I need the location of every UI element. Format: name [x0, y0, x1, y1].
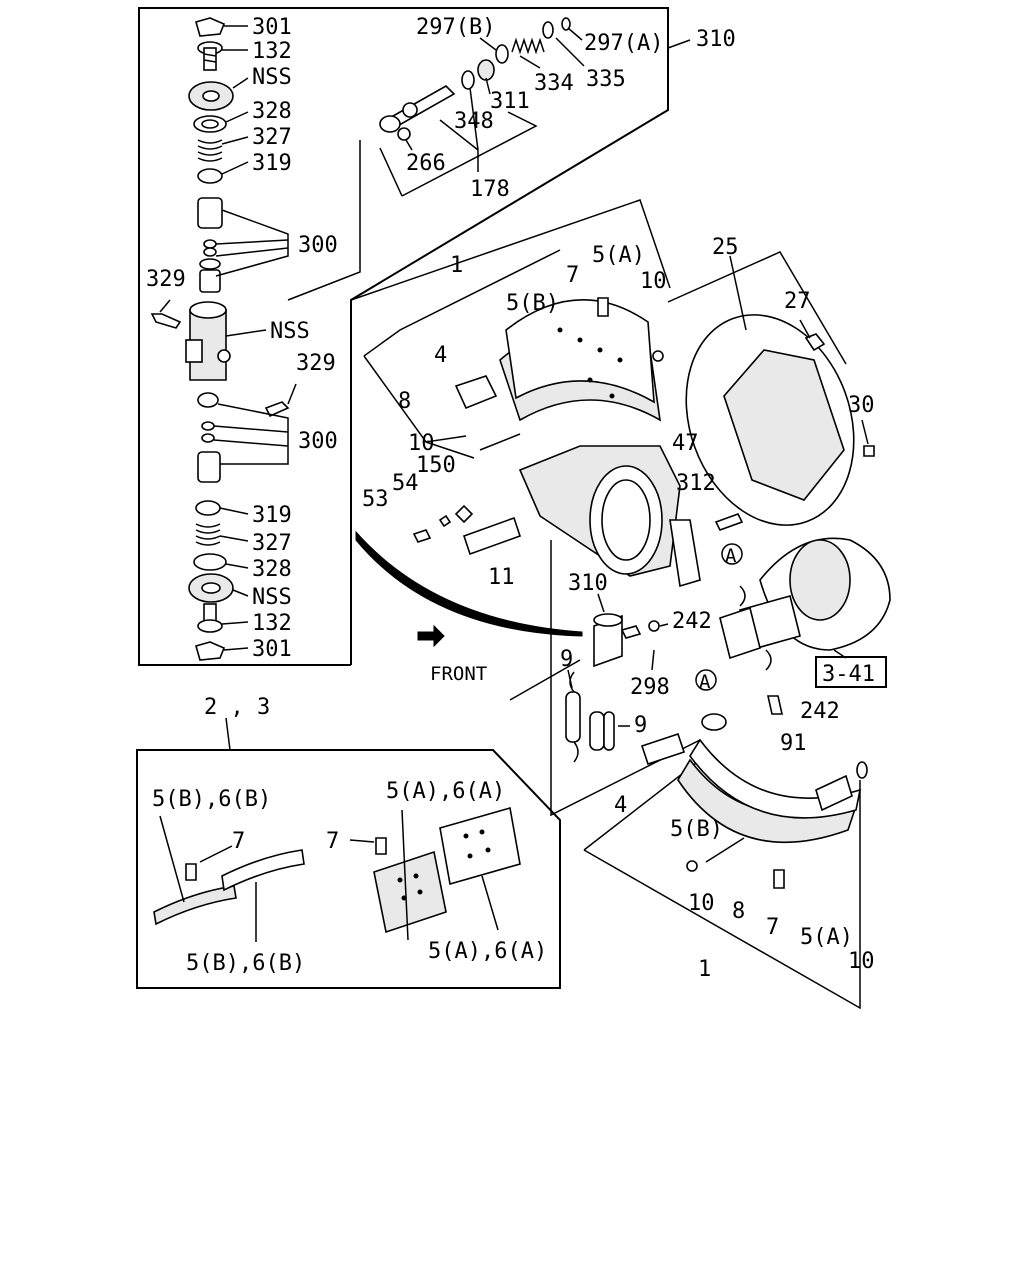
dust-shield	[667, 251, 875, 526]
label-91: 91	[780, 731, 807, 756]
inset-linings	[153, 717, 521, 942]
label-297a: 297(A)	[584, 31, 663, 56]
left-stack-leaders	[159, 25, 297, 651]
label-312: 312	[676, 471, 716, 496]
label-nss-housing: NSS	[270, 319, 310, 344]
label-301-top: 301	[252, 15, 292, 40]
label-4-lower: 4	[614, 793, 627, 818]
label-7-inset-right: 7	[326, 829, 339, 854]
label-8-lower: 8	[732, 899, 745, 924]
label-ref-3-41[interactable]: 3-41	[822, 662, 875, 687]
label-10-top: 10	[640, 269, 667, 294]
label-9-upper: 9	[560, 647, 573, 672]
brake-chamber	[719, 537, 891, 715]
label-7-inset-left: 7	[232, 829, 245, 854]
brake-spider	[412, 445, 744, 588]
label-8-top: 8	[398, 389, 411, 414]
label-5a6a-bottom: 5(A),6(A)	[428, 939, 547, 964]
label-47: 47	[672, 431, 699, 456]
label-132-top: 132	[252, 39, 292, 64]
return-springs	[565, 669, 630, 763]
callout-labels: 301 132 NSS 328 327 319 300 329 NSS 329 …	[146, 15, 875, 982]
rod-assembly	[287, 17, 691, 301]
label-242-mid: 242	[672, 609, 712, 634]
label-53: 53	[362, 487, 389, 512]
label-7-top: 7	[566, 263, 579, 288]
label-5b6b-bottom: 5(B),6(B)	[186, 951, 305, 976]
callout-a-upper: A	[721, 543, 743, 567]
label-10-lower-right: 10	[848, 949, 875, 974]
label-10-lower-left: 10	[688, 891, 715, 916]
upper-brake-shoe	[454, 297, 664, 451]
label-5b6b-top: 5(B),6(B)	[152, 787, 271, 812]
label-328-top: 328	[252, 99, 292, 124]
label-132-bottom: 132	[252, 611, 292, 636]
label-9-lower: 9	[634, 713, 647, 738]
label-27: 27	[784, 289, 811, 314]
label-178: 178	[470, 177, 510, 202]
label-a-lower: A	[699, 671, 711, 693]
label-328-bottom: 328	[252, 557, 292, 582]
label-266: 266	[406, 151, 446, 176]
label-11: 11	[488, 565, 515, 590]
label-300-top: 300	[298, 233, 338, 258]
label-30: 30	[848, 393, 875, 418]
label-327-top: 327	[252, 125, 292, 150]
front-sweep-arrow	[355, 530, 583, 648]
label-a-upper: A	[725, 545, 737, 567]
label-327-bottom: 327	[252, 531, 292, 556]
label-5a6a-top: 5(A),6(A)	[386, 779, 505, 804]
label-2-3: 2 , 3	[204, 695, 270, 720]
slack-adjuster-310	[593, 593, 669, 671]
label-298: 298	[630, 675, 670, 700]
label-7-lower: 7	[766, 915, 779, 940]
label-150: 150	[416, 453, 456, 478]
label-348: 348	[454, 109, 494, 134]
label-25: 25	[712, 235, 739, 260]
label-297b: 297(B)	[416, 15, 495, 40]
callout-a-lower: A	[695, 669, 717, 693]
lower-brake-shoe	[640, 713, 868, 889]
label-4-top: 4	[434, 343, 447, 368]
label-1-top: 1	[450, 253, 463, 278]
ref-box-3-41[interactable]	[815, 656, 887, 688]
left-stack-parts	[150, 17, 290, 661]
label-310-mid: 310	[568, 571, 608, 596]
main-frame-lines	[350, 199, 861, 1010]
label-5a-top: 5(A)	[592, 243, 645, 268]
inset-frame	[136, 749, 561, 989]
label-329-right: 329	[296, 351, 336, 376]
label-319-top: 319	[252, 151, 292, 176]
label-319-bottom: 319	[252, 503, 292, 528]
label-329-left: 329	[146, 267, 186, 292]
label-nss-bottom: NSS	[252, 585, 292, 610]
label-5b-top: 5(B)	[506, 291, 559, 316]
label-1-lower: 1	[698, 957, 711, 982]
label-335: 335	[586, 67, 626, 92]
label-nss-top: NSS	[252, 65, 292, 90]
label-5a-lower: 5(A)	[800, 925, 853, 950]
label-310-top: 310	[696, 27, 736, 52]
label-54: 54	[392, 471, 419, 496]
label-301-bottom: 301	[252, 637, 292, 662]
label-10-left: 10	[408, 431, 435, 456]
label-5b-lower: 5(B)	[670, 817, 723, 842]
label-242-lower: 242	[800, 699, 840, 724]
label-334: 334	[534, 71, 574, 96]
label-front: FRONT	[430, 663, 487, 685]
label-311: 311	[490, 89, 530, 114]
label-300-bottom: 300	[298, 429, 338, 454]
